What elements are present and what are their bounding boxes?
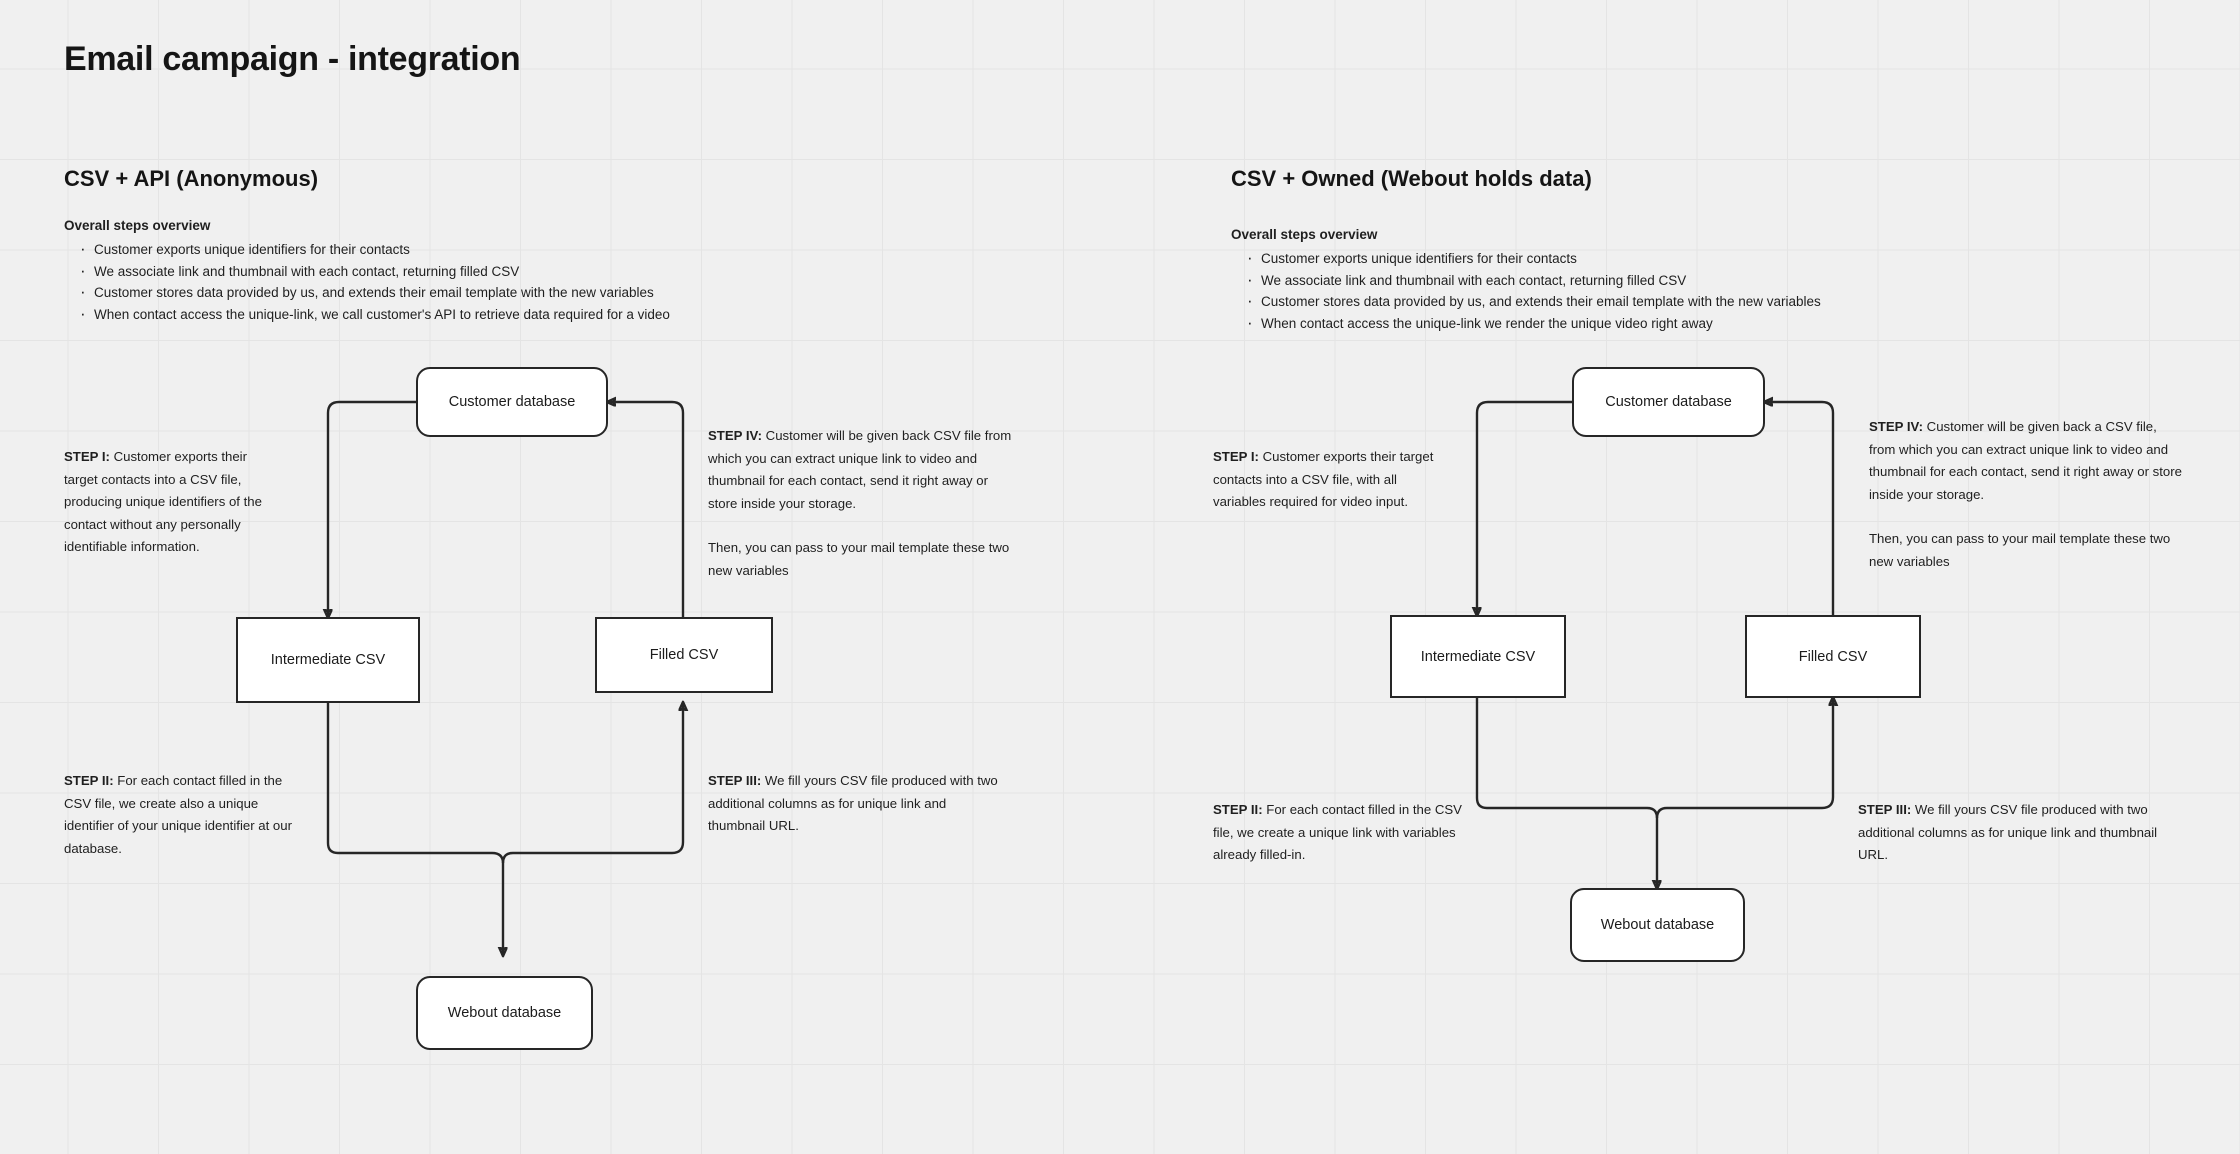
edge-merge-to-filled-csv-2 <box>1655 698 1833 819</box>
step-label: STEP II: <box>64 773 114 788</box>
step-1-left: STEP I: Customer exports their target co… <box>64 446 278 559</box>
node-label: Intermediate CSV <box>1420 648 1536 665</box>
step-3-right: STEP III: We fill yours CSV file produce… <box>1858 799 2158 867</box>
edge-intermediate-csv-to-merge <box>326 703 503 955</box>
node-intermediate-csv-right[interactable]: Intermediate CSV <box>1390 615 1566 698</box>
step-label: STEP III: <box>708 773 762 788</box>
step-1-right: STEP I: Customer exports their target co… <box>1213 446 1448 514</box>
edge-intermediate-csv-to-merge-2 <box>1475 698 1657 888</box>
list-item: Customer exports unique identifiers for … <box>64 238 670 261</box>
page-title: Email campaign - integration <box>64 40 521 78</box>
list-item: When contact access the unique-link we r… <box>1231 312 1821 335</box>
edge-filled-csv-to-customer-db-2 <box>1765 402 1835 615</box>
node-filled-csv-right[interactable]: Filled CSV <box>1745 615 1921 698</box>
overview-heading-left: Overall steps overview <box>64 218 211 233</box>
node-label: Webout database <box>1600 917 1715 933</box>
overview-list-right: Customer exports unique identifiers for … <box>1231 247 1821 335</box>
overview-left: Overall steps overview Customer exports … <box>64 215 670 325</box>
column-title-right: CSV + Owned (Webout holds data) <box>1231 166 1592 191</box>
step-label: STEP I: <box>64 449 110 464</box>
node-filled-csv-left[interactable]: Filled CSV <box>595 617 773 693</box>
overview-list-left: Customer exports unique identifiers for … <box>64 238 670 326</box>
step-label: STEP I: <box>1213 449 1259 464</box>
node-customer-database-right[interactable]: Customer database <box>1572 367 1765 437</box>
node-intermediate-csv-left[interactable]: Intermediate CSV <box>236 617 420 703</box>
step-label: STEP IV: <box>1869 419 1923 434</box>
node-label: Filled CSV <box>1798 648 1868 665</box>
edge-filled-csv-to-customer-db <box>608 402 685 617</box>
list-item: Customer stores data provided by us, and… <box>1231 290 1821 313</box>
step-text: Customer exports their target contacts i… <box>1213 449 1434 509</box>
step-2-right: STEP II: For each contact filled in the … <box>1213 799 1463 867</box>
step-text: Customer will be given back CSV file fro… <box>708 428 1012 511</box>
overview-right: Overall steps overview Customer exports … <box>1231 224 1821 334</box>
step-text: We fill yours CSV file produced with two… <box>1858 802 2158 862</box>
step-label: STEP IV: <box>708 428 762 443</box>
step-3-left: STEP III: We fill yours CSV file produce… <box>708 770 998 838</box>
step-label: STEP III: <box>1858 802 1912 817</box>
list-item: Customer stores data provided by us, and… <box>64 281 670 304</box>
step-4-right: STEP IV: Customer will be given back a C… <box>1869 416 2185 573</box>
list-item: Customer exports unique identifiers for … <box>1231 247 1821 270</box>
list-item: We associate link and thumbnail with eac… <box>1231 269 1821 292</box>
node-label: Intermediate CSV <box>270 652 386 668</box>
step-4-left: STEP IV: Customer will be given back CSV… <box>708 425 1013 582</box>
list-item: When contact access the unique-link, we … <box>64 303 670 326</box>
node-webout-database-left[interactable]: Webout database <box>416 976 593 1050</box>
step-text: Customer will be given back a CSV file, … <box>1869 419 2182 502</box>
edge-customer-db-to-intermediate-csv <box>328 400 416 617</box>
step-text: For each contact filled in the CSV file,… <box>1213 802 1462 862</box>
node-webout-database-right[interactable]: Webout database <box>1570 888 1745 962</box>
step-label: STEP II: <box>1213 802 1263 817</box>
list-item: We associate link and thumbnail with eac… <box>64 260 670 283</box>
step-text-secondary: Then, you can pass to your mail template… <box>708 540 1010 578</box>
node-label: Webout database <box>447 1005 562 1021</box>
step-2-left: STEP II: For each contact filled in the … <box>64 770 304 860</box>
step-text: We fill yours CSV file produced with two… <box>708 773 998 833</box>
step-text-secondary: Then, you can pass to your mail template… <box>1869 531 2171 569</box>
edge-merge-to-filled-csv <box>501 703 683 864</box>
node-label: Filled CSV <box>649 647 719 663</box>
node-label: Customer database <box>448 394 576 410</box>
node-customer-database-left[interactable]: Customer database <box>416 367 608 437</box>
overview-heading-right: Overall steps overview <box>1231 227 1378 242</box>
column-title-left: CSV + API (Anonymous) <box>64 166 319 191</box>
edge-customer-db-to-intermediate-csv-2 <box>1477 400 1572 615</box>
node-label: Customer database <box>1605 394 1732 410</box>
step-text: For each contact filled in the CSV file,… <box>64 773 292 856</box>
step-text: Customer exports their target contacts i… <box>64 449 262 554</box>
